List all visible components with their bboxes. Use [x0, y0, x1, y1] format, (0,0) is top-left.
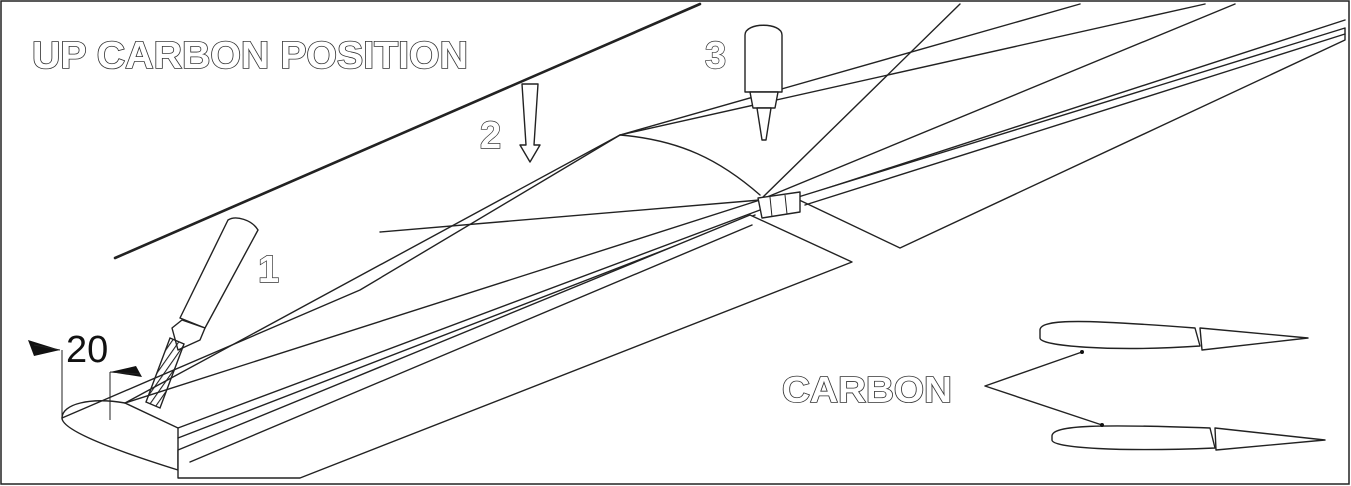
step-1-label: 1 [258, 249, 279, 291]
leading-edge-line [61, 3, 1206, 419]
dimension-value: 20 [66, 329, 108, 371]
glue-bottle-body [744, 24, 783, 93]
knife-blade [145, 337, 185, 409]
carbon-leader-lines [984, 351, 1103, 426]
dimension-arrow-left-icon [28, 340, 60, 356]
carbon-label: CARBON [782, 369, 952, 410]
glue-bottle-nozzle [756, 107, 772, 141]
glue-bottle-tool [744, 24, 783, 141]
hinge-gap [757, 191, 801, 219]
dimension-marker [28, 340, 142, 420]
section-lower-main [1051, 425, 1216, 451]
section-lower-aileron [1214, 427, 1326, 451]
section-upper-main [1039, 320, 1201, 350]
carbon-section-detail [984, 320, 1326, 451]
step-2-arrow-icon [519, 83, 541, 163]
step-3-label: 3 [705, 35, 726, 77]
inner-flap [177, 214, 853, 479]
carbon-slot-line [124, 134, 621, 404]
panel-break-curve [619, 134, 761, 196]
panel-top-line [619, 3, 1081, 136]
section-upper-aileron [1199, 327, 1309, 351]
glue-bottle-neck [749, 91, 779, 109]
step-2-label: 2 [480, 115, 501, 157]
carbon-rod [113, 2, 702, 260]
diagram-title: UP CARBON POSITION [32, 35, 468, 77]
outer-aileron [794, 27, 1346, 249]
craft-knife-tool [145, 217, 259, 409]
dimension-arrow-right-icon [110, 366, 142, 377]
knife-handle [179, 217, 259, 329]
